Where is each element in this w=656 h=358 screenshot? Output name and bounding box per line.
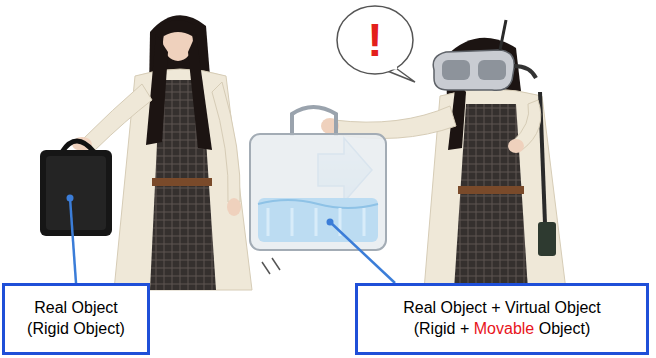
bubble-joint [387,67,397,70]
left-person [40,15,252,290]
label-text: Real Object [5,298,147,319]
belt [458,186,524,194]
label-box: Real Object(Rigid Object) [2,283,150,355]
box-handle [292,107,336,136]
label-text: (Rigid + [414,319,470,340]
leader-dot [67,195,74,202]
hand [227,198,241,216]
bubble-tail [385,66,415,82]
leader-line [70,198,76,283]
hmd-lens [478,60,506,80]
hair-fringe [160,20,196,36]
transparent-box [250,134,386,250]
leader-dot [327,219,334,226]
motion-lines [262,258,280,274]
label-box: Real Object + Virtual Object(Rigid +Mova… [355,283,649,355]
hmd-strap [514,66,536,78]
label-text: Movable [474,319,534,340]
arm [212,82,240,202]
backpack-device [538,222,556,256]
water-highlight [268,208,364,236]
head-mounted-display [433,50,514,90]
arm [84,84,152,150]
hair-strand [188,34,212,150]
virtual-object [250,107,386,274]
leader-line [330,222,395,283]
hair-strand [146,34,168,145]
real-object-box [40,150,112,236]
box-face [46,156,106,230]
exclamation-mark: ! [367,11,382,71]
belt [152,178,212,186]
label-text: (Rigid Object) [5,319,147,340]
hmd-lens [442,60,470,80]
label-text: Real Object + Virtual Object [358,298,646,319]
hand [508,139,524,153]
bubble-body [337,6,413,74]
label-text: Object) [539,319,591,340]
speech-bubble: ! [335,4,415,78]
water-wave [258,200,378,208]
water [258,198,378,242]
dress [454,104,528,290]
hmd-antenna [500,20,506,50]
